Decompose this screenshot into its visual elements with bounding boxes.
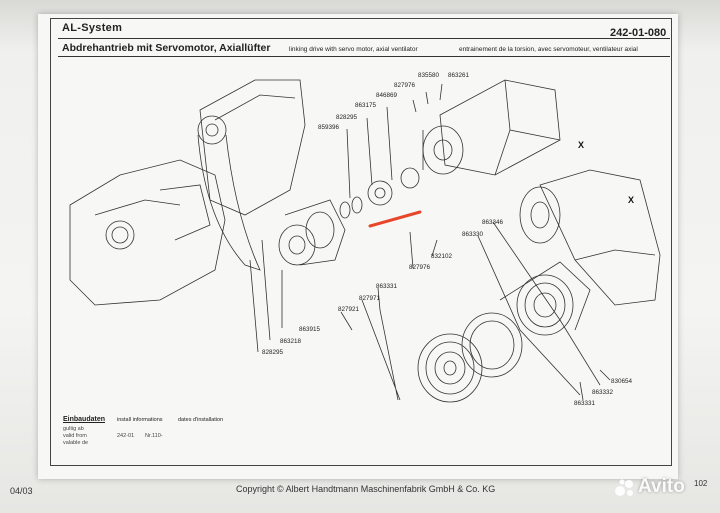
part-number: 863330 xyxy=(462,231,484,238)
install-version: 242-01 xyxy=(117,433,135,439)
part-number: 863261 xyxy=(448,72,470,79)
install-title-french: dates d'installation xyxy=(178,417,224,423)
system-title: AL-System xyxy=(62,22,123,34)
part-number: 863332 xyxy=(592,389,614,396)
valid-from-de: gultig ab xyxy=(63,426,84,432)
part-number: 830654 xyxy=(611,378,633,385)
part-number: 828295 xyxy=(336,114,358,121)
part-number: 863331 xyxy=(574,400,596,407)
valid-from-fr: valable de xyxy=(63,440,89,446)
gearbox-housing xyxy=(199,79,306,216)
page-number: 04/03 xyxy=(10,486,33,496)
part-number: 828295 xyxy=(262,349,284,356)
header-divider xyxy=(58,56,670,57)
housing-block xyxy=(69,159,226,306)
gearbox-pulley xyxy=(197,115,227,145)
install-title: Einbaudaten xyxy=(63,416,106,423)
valid-from-en: valid from xyxy=(63,433,87,439)
avito-logo-icon xyxy=(615,479,633,496)
header-divider xyxy=(58,38,670,39)
part-number: 846869 xyxy=(376,92,398,99)
view-label-x: X xyxy=(578,140,585,150)
view-label-x: X xyxy=(628,195,635,205)
axial-fan xyxy=(461,312,523,378)
coupling-hub xyxy=(278,224,316,266)
housing-bore xyxy=(105,220,135,250)
title-english: linking drive with servo motor, axial ve… xyxy=(289,46,418,53)
document-sheet xyxy=(38,14,678,479)
seal-ring xyxy=(339,201,351,219)
red-annotation-mark xyxy=(368,210,422,228)
document-number: 242-01-080 xyxy=(610,27,667,39)
copyright-notice: Copyright © Albert Handtmann Maschinenfa… xyxy=(236,484,496,494)
avito-watermark: Avito xyxy=(638,476,685,497)
drawing-frame xyxy=(50,18,672,466)
title-french: entrainement de la torsion, avec servomo… xyxy=(459,46,638,53)
part-number: 835580 xyxy=(418,72,440,79)
part-number: 827971 xyxy=(359,295,381,302)
part-number: 859396 xyxy=(318,124,340,131)
part-number: 827976 xyxy=(409,264,431,271)
page-number-right: 102 xyxy=(694,479,708,488)
part-number: 863346 xyxy=(482,219,504,226)
detail-view xyxy=(539,169,661,306)
install-number: Nr.110- xyxy=(145,433,163,439)
part-number: 863175 xyxy=(355,102,377,109)
part-number: 863331 xyxy=(376,283,398,290)
install-title-english: install informations xyxy=(117,417,163,423)
drive-gear xyxy=(367,180,393,206)
part-number: 863218 xyxy=(280,338,302,345)
part-number: 863915 xyxy=(299,326,321,333)
drive-belt xyxy=(197,134,261,271)
fan-guard-front xyxy=(417,333,483,403)
part-number: 827976 xyxy=(394,82,416,89)
part-number: 827921 xyxy=(338,306,360,313)
fan-guard-rear xyxy=(516,274,574,336)
title-german: Abdrehantrieb mit Servomotor, Axiallüfte… xyxy=(62,42,271,54)
part-number: 832102 xyxy=(431,253,453,260)
